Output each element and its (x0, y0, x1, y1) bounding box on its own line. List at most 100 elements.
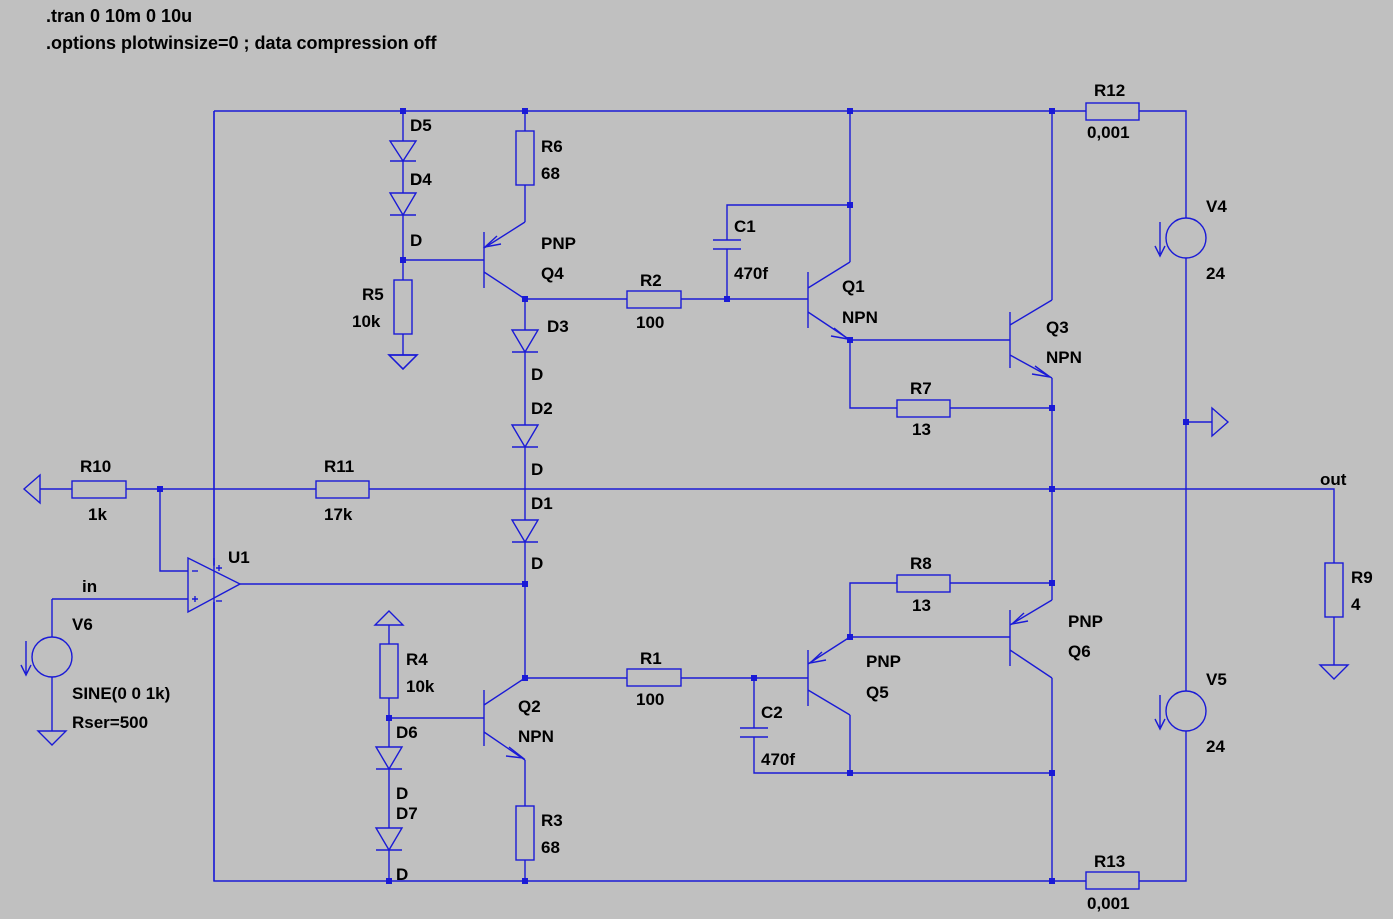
d2-name: D2 (531, 399, 553, 418)
diode-d2 (510, 424, 540, 449)
resistors (71, 102, 1344, 890)
r3-value: 68 (541, 838, 560, 857)
r3-name: R3 (541, 811, 563, 830)
q3-name: Q3 (1046, 318, 1069, 337)
ground-icon (36, 730, 68, 746)
resistor-r12 (1085, 102, 1140, 121)
grounds-and-ports (22, 354, 1350, 746)
opamp-u1 (187, 556, 242, 614)
r11-value: 17k (324, 505, 353, 524)
q2-model: NPN (518, 727, 554, 746)
r9-value: 4 (1351, 595, 1361, 614)
capacitors (713, 239, 768, 738)
q3-model: NPN (1046, 348, 1082, 367)
r7-name: R7 (910, 379, 932, 398)
d4-model: D (410, 231, 422, 250)
d5-model: D (410, 170, 422, 189)
resistor-r13 (1085, 871, 1140, 890)
resistor-r4 (379, 643, 399, 699)
wires (40, 110, 1335, 882)
source-v5 (1165, 690, 1207, 732)
transistor-q5 (807, 636, 851, 716)
resistor-r5 (393, 279, 413, 335)
r10-value: 1k (88, 505, 107, 524)
r7-value: 13 (912, 420, 931, 439)
d5-name: D5 (410, 116, 432, 135)
r2-name: R2 (640, 271, 662, 290)
q6-name: Q6 (1068, 642, 1091, 661)
diodes (374, 140, 540, 852)
net-label-in: in (82, 577, 97, 596)
c1-name: C1 (734, 217, 756, 236)
u1-name: U1 (228, 548, 250, 567)
transistor-q3 (1009, 299, 1053, 379)
resistor-r1 (626, 668, 682, 687)
tran-directive: .tran 0 10m 0 10u (46, 6, 192, 26)
ground-icon (1211, 406, 1230, 438)
c2-value: 470f (761, 750, 795, 769)
v6-name: V6 (72, 615, 93, 634)
v5-name: V5 (1206, 670, 1227, 689)
q4-name: Q4 (541, 264, 564, 283)
r9-name: R9 (1351, 568, 1373, 587)
resistor-r6 (515, 130, 535, 186)
r1-value: 100 (636, 690, 664, 709)
d7-name: D7 (396, 804, 418, 823)
transistor-q4 (482, 221, 526, 300)
source-v6 (31, 636, 73, 678)
r2-value: 100 (636, 313, 664, 332)
r4-name: R4 (406, 650, 428, 669)
capacitor-c1 (713, 239, 741, 250)
r5-name: R5 (362, 285, 384, 304)
r8-value: 13 (912, 596, 931, 615)
diode-d1 (510, 519, 540, 544)
capacitor-c2 (740, 727, 768, 738)
resistor-r9 (1324, 562, 1344, 618)
resistor-r3 (515, 805, 535, 861)
v5-value: 24 (1206, 737, 1225, 756)
q1-model: NPN (842, 308, 878, 327)
v4-value: 24 (1206, 264, 1225, 283)
labels: R12 0,001 R13 0,001 D5 D4 D D R6 68 PNP … (72, 81, 1373, 913)
d7-model: D (396, 865, 408, 884)
ground-icon (22, 473, 41, 505)
r6-name: R6 (541, 137, 563, 156)
diode-d4 (388, 192, 418, 217)
resistor-r7 (896, 399, 951, 418)
r5-value: 10k (352, 312, 381, 331)
diode-d6 (374, 746, 404, 771)
r10-name: R10 (80, 457, 111, 476)
d4-name: D4 (410, 170, 432, 189)
r8-name: R8 (910, 554, 932, 573)
transistor-q6 (1009, 599, 1053, 679)
r13-name: R13 (1094, 852, 1125, 871)
r12-value: 0,001 (1087, 123, 1130, 142)
d3-model: D (531, 365, 543, 384)
ground-icon (1318, 664, 1350, 680)
r13-value: 0,001 (1087, 894, 1130, 913)
transistor-q1 (807, 261, 851, 341)
resistor-r10 (71, 480, 127, 499)
q4-model: PNP (541, 234, 576, 253)
diode-d5 (388, 140, 418, 163)
ground-icon (373, 610, 405, 626)
resistor-r2 (626, 290, 682, 309)
q5-model: PNP (866, 652, 901, 671)
c1-value: 470f (734, 264, 768, 283)
d3-name: D3 (547, 317, 569, 336)
d6-model: D (396, 784, 408, 803)
v4-name: V4 (1206, 197, 1227, 216)
q5-name: Q5 (866, 683, 889, 702)
transistor-q2 (483, 677, 526, 761)
diode-d3 (510, 329, 540, 354)
net-label-out: out (1320, 470, 1347, 489)
r6-value: 68 (541, 164, 560, 183)
q1-name: Q1 (842, 277, 865, 296)
c2-name: C2 (761, 703, 783, 722)
d1-model: D (531, 554, 543, 573)
q6-model: PNP (1068, 612, 1103, 631)
r1-name: R1 (640, 649, 662, 668)
resistor-r11 (315, 480, 370, 499)
